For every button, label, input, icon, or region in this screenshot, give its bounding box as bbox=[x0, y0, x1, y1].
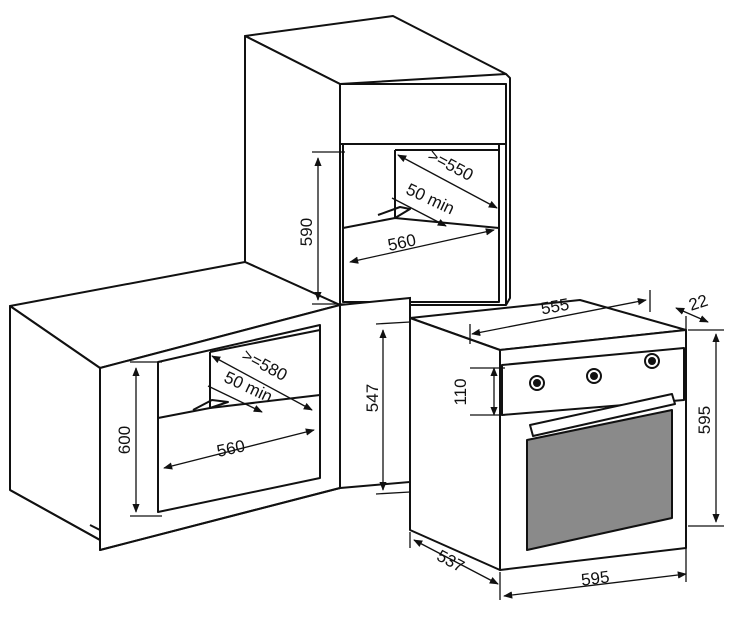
dim-555-line bbox=[471, 297, 647, 337]
dim-547-ext-top bbox=[375, 321, 411, 325]
label-110: 110 bbox=[451, 378, 470, 405]
column-drawer bbox=[339, 83, 507, 145]
dim-50-low-line bbox=[207, 385, 263, 413]
under-counter-cabinet bbox=[9, 261, 341, 551]
dim-560-low-line bbox=[163, 428, 315, 470]
dim-50-col-line bbox=[391, 197, 447, 227]
oven-knob-middle-center bbox=[590, 372, 598, 380]
dim-595-bottom-line bbox=[503, 571, 687, 599]
label-595-right: 595 bbox=[695, 406, 714, 434]
column-cabinet bbox=[244, 15, 511, 306]
oven-knob-left-center bbox=[533, 379, 541, 387]
oven-side-face bbox=[409, 317, 501, 571]
dim-547-ext-bottom bbox=[375, 491, 411, 495]
dim-537-line bbox=[413, 539, 499, 585]
dim-22-line bbox=[675, 307, 709, 323]
dimension-lines bbox=[130, 151, 724, 600]
oven-door-window bbox=[526, 409, 673, 551]
label-590: 590 bbox=[297, 218, 316, 246]
label-595-bottom: 595 bbox=[580, 567, 610, 589]
label-555: 555 bbox=[539, 295, 570, 319]
lower-niche-back bbox=[209, 329, 321, 353]
dim-560-col-line bbox=[349, 228, 495, 264]
label-600: 600 bbox=[115, 426, 134, 454]
dim-580-line bbox=[211, 355, 313, 411]
oven-knob-right-center bbox=[648, 357, 656, 365]
oven-door-handle-icon bbox=[529, 393, 676, 437]
label-547: 547 bbox=[363, 384, 382, 412]
label-22: 22 bbox=[686, 291, 710, 315]
column-left-side bbox=[244, 35, 341, 306]
lower-plinth bbox=[9, 487, 341, 551]
dim-550-line bbox=[397, 154, 498, 209]
lower-plinth-detail bbox=[89, 524, 101, 531]
oven bbox=[409, 299, 687, 571]
